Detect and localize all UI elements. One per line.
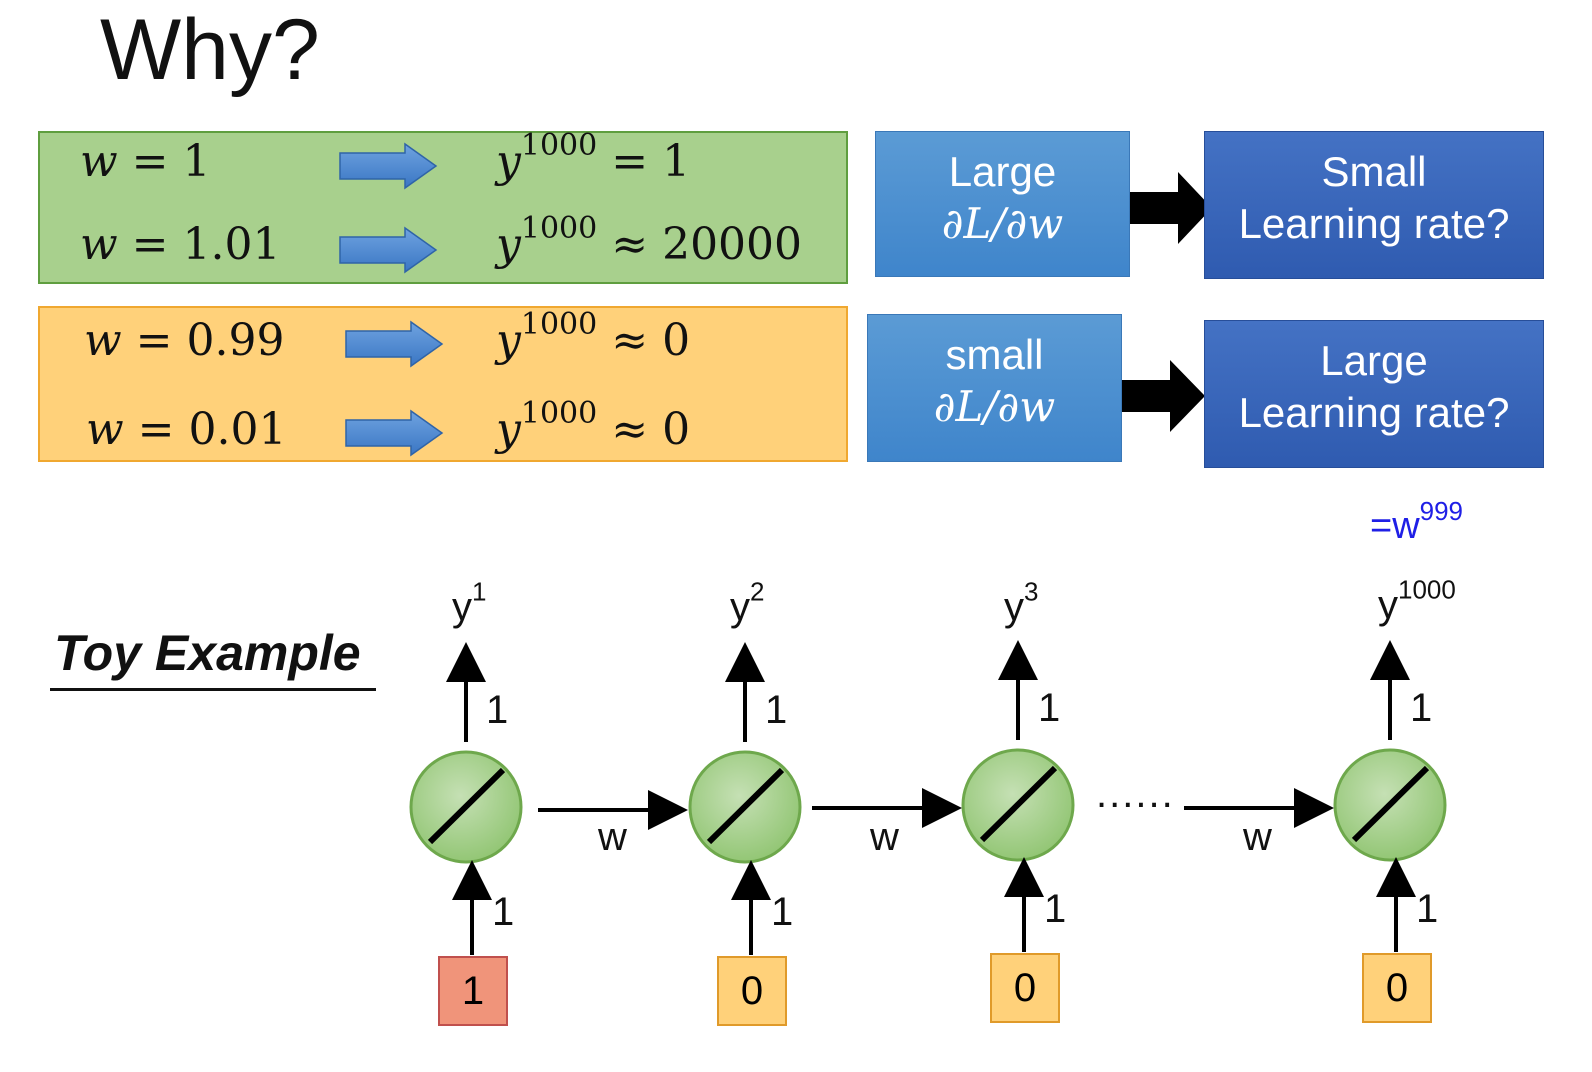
vanishing-weights-box bbox=[38, 306, 848, 462]
input-weight-2: 1 bbox=[771, 890, 794, 934]
page-title: Why? bbox=[100, 2, 320, 98]
small-lr-line1: Small bbox=[1321, 148, 1427, 195]
large-gradient-label: Large bbox=[948, 148, 1057, 195]
row1-lhs: w = 1 bbox=[80, 136, 211, 187]
ellipsis: ...... bbox=[1096, 772, 1175, 816]
small-gradient-label: small bbox=[945, 331, 1044, 378]
row2-lhs: w = 1.01 bbox=[80, 219, 281, 270]
input-box-3: 0 bbox=[990, 953, 1060, 1023]
node-3 bbox=[961, 640, 1075, 952]
small-lr-line2: Learning rate? bbox=[1238, 200, 1510, 247]
row2-rhs: y1000 ≈ 20000 bbox=[496, 211, 803, 270]
input-box-2: 0 bbox=[717, 956, 787, 1026]
rnn-diagram bbox=[409, 640, 1447, 955]
large-learning-rate-box: Large Learning rate? bbox=[1204, 320, 1544, 468]
row3-lhs: w = 0.99 bbox=[84, 315, 285, 366]
row1-rhs: y1000 = 1 bbox=[496, 128, 691, 187]
w999-annotation: =w999 bbox=[1370, 495, 1464, 547]
right-arrow-icon bbox=[345, 409, 444, 457]
node-2 bbox=[688, 642, 802, 955]
toy-example-heading: Toy Example bbox=[54, 625, 361, 681]
stable-weights-box bbox=[38, 131, 848, 284]
small-gradient-box: small ∂L/∂w bbox=[867, 314, 1122, 462]
large-lr-line2: Learning rate? bbox=[1238, 389, 1510, 436]
input-box-1: 1 bbox=[438, 956, 508, 1026]
row4-rhs: y1000 ≈ 0 bbox=[496, 396, 691, 455]
small-gradient-formula: ∂L/∂w bbox=[933, 382, 1056, 431]
row3-rhs: y1000 ≈ 0 bbox=[496, 307, 691, 366]
row-arrows-layer bbox=[339, 142, 1212, 457]
large-gradient-box: Large ∂L/∂w bbox=[875, 131, 1130, 277]
node-4 bbox=[1333, 640, 1447, 952]
output-weight-2: 1 bbox=[765, 688, 788, 732]
right-arrow-icon bbox=[1130, 172, 1212, 244]
right-arrow-icon bbox=[345, 320, 444, 368]
output-weight-1: 1 bbox=[486, 688, 509, 732]
input-weight-4: 1 bbox=[1416, 887, 1439, 931]
output-weight-3: 1 bbox=[1038, 686, 1061, 730]
output-label-3: y3 bbox=[1004, 576, 1039, 630]
large-gradient-formula: ∂L/∂w bbox=[941, 199, 1064, 248]
recurrent-weight-label-1: w bbox=[598, 815, 627, 859]
small-learning-rate-box: Small Learning rate? bbox=[1204, 131, 1544, 279]
right-arrow-icon bbox=[339, 142, 438, 190]
recurrent-weight-label-2: w bbox=[870, 815, 899, 859]
input-weight-1: 1 bbox=[492, 890, 515, 934]
output-label-2: y2 bbox=[730, 576, 765, 630]
large-lr-line1: Large bbox=[1320, 337, 1428, 384]
output-label-4: y1000 bbox=[1378, 574, 1456, 628]
output-label-1: y1 bbox=[452, 576, 487, 630]
toy-example-underline bbox=[50, 688, 376, 691]
input-weight-3: 1 bbox=[1044, 887, 1067, 931]
node-1 bbox=[409, 642, 523, 955]
right-arrow-icon bbox=[1122, 360, 1205, 432]
row4-lhs: w = 0.01 bbox=[86, 404, 287, 455]
recurrent-weight-label-3: w bbox=[1243, 815, 1272, 859]
right-arrow-icon bbox=[339, 226, 438, 274]
input-box-4: 0 bbox=[1362, 953, 1432, 1023]
output-weight-4: 1 bbox=[1410, 686, 1433, 730]
